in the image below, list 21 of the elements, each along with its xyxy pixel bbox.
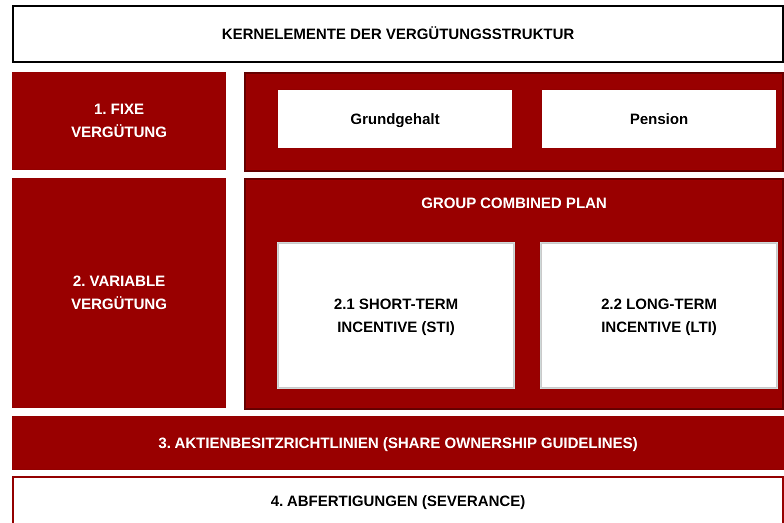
component-label: Grundgehalt	[350, 110, 440, 130]
incentive-box	[277, 242, 515, 389]
category-label: 3. AKTIENBESITZRICHTLINIEN (SHARE OWNERSHIP GUIDELINES)	[158, 434, 638, 454]
incentive-label: 2.2 LONG-TERM INCENTIVE (LTI)	[600, 294, 718, 338]
category-label: 4. ABFERTIGUNGEN (SEVERANCE)	[270, 492, 526, 512]
component-box	[542, 90, 776, 148]
plan-panel	[244, 178, 784, 410]
category-band	[12, 476, 784, 523]
category-label: 2. VARIABLE VERGÜTUNG	[70, 272, 168, 315]
category-box	[12, 72, 226, 170]
component-box	[278, 90, 512, 148]
incentive-label: 2.1 SHORT-TERM INCENTIVE (STI)	[332, 294, 460, 338]
component-panel	[244, 72, 784, 172]
category-box	[12, 178, 226, 408]
incentive-box	[540, 242, 778, 389]
title-banner	[12, 5, 784, 63]
category-label: 1. FIXE VERGÜTUNG	[70, 100, 168, 143]
title-text: KERNELEMENTE DER VERGÜTUNGSSTRUKTUR	[222, 24, 574, 44]
component-label: Pension	[630, 110, 688, 130]
panel-heading: GROUP COMBINED PLAN	[421, 194, 607, 214]
category-band	[12, 416, 784, 470]
